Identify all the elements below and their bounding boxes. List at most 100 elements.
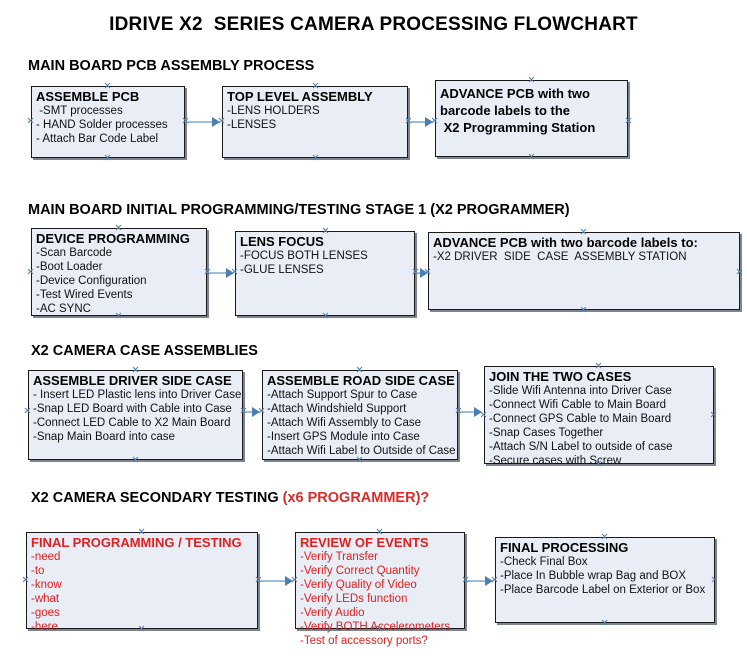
list-item: -Verify Correct Quantity — [300, 565, 420, 577]
list-item: -Verify BOTH Accelerometers — [300, 621, 451, 633]
connector-top-level-to-advance-pcb — [411, 121, 427, 123]
list-item: - Attach Bar Code Label — [36, 133, 159, 145]
node-join-the-two-cases[interactable]: JOIN THE TWO CASES -Slide Wifi Antenna i… — [484, 366, 714, 467]
node-item-list: -Verify Transfer -Verify Correct Quantit… — [300, 550, 461, 648]
arrow-head-icon — [212, 117, 220, 127]
node-item-list: - Insert LED Plastic lens into Driver Ca… — [33, 388, 242, 444]
node-item-list: -need -to -know -what -goes -here — [31, 550, 254, 634]
node-item-list: -Scan Barcode -Boot Loader -Device Confi… — [36, 246, 203, 316]
list-item: - HAND Solder processes — [36, 119, 168, 131]
connector-review-of-events-to-final-processing — [468, 580, 490, 582]
node-top-level-assembly[interactable]: TOP LEVEL ASSEMBLY -LENS HOLDERS -LENSES — [222, 86, 408, 158]
node-heading: DEVICE PROGRAMMING — [36, 231, 190, 246]
list-item: -Device Configuration — [36, 275, 147, 287]
list-item: -Snap LED Board with Cable into Case — [33, 403, 232, 415]
list-item: - Insert LED Plastic lens into Driver Ca… — [33, 389, 242, 401]
list-item: -Snap Cases Together — [489, 427, 604, 439]
list-item: -AC SYNC — [36, 303, 91, 315]
arrow-head-icon — [252, 407, 260, 417]
node-item-list: -LENS HOLDERS -LENSES — [227, 104, 404, 132]
list-item: -FOCUS BOTH LENSES — [240, 250, 368, 262]
list-item: -goes — [31, 607, 60, 619]
arrow-head-icon — [425, 117, 433, 127]
node-lens-focus[interactable]: LENS FOCUS -FOCUS BOTH LENSES -GLUE LENS… — [235, 231, 415, 316]
node-item-list: -Slide Wifi Antenna into Driver Case -Co… — [489, 384, 710, 468]
list-item: -SMT processes — [36, 105, 123, 117]
node-heading: ADVANCE PCB with two barcode labels to: — [433, 235, 698, 250]
list-item: -Connect LED Cable to X2 Main Board — [33, 417, 231, 429]
list-item: -Verify Transfer — [300, 551, 378, 563]
node-heading-line-3: X2 Programming Station — [440, 120, 596, 135]
node-heading: REVIEW OF EVENTS — [300, 535, 429, 550]
list-item: -Attach Support Spur to Case — [267, 389, 418, 401]
arrow-head-icon — [485, 576, 493, 586]
node-final-programming-testing[interactable]: FINAL PROGRAMMING / TESTING -need -to -k… — [26, 532, 258, 633]
connector-final-programming-to-review-of-events — [261, 580, 291, 582]
connector-assemble-pcb-to-top-level — [188, 121, 214, 123]
list-item: -Place Barcode Label on Exterior or Box — [500, 584, 706, 596]
list-item: -Verify LEDs function — [300, 593, 408, 605]
list-item: -Place In Bubble wrap Bag and BOX — [500, 570, 687, 582]
node-review-of-events[interactable]: REVIEW OF EVENTS -Verify Transfer -Verif… — [295, 532, 465, 647]
section-title-x2-camera-secondary-testing: X2 CAMERA SECONDARY TESTING (x6 PROGRAMM… — [31, 490, 429, 506]
section-title-accent: (x6 PROGRAMMER)? — [282, 490, 430, 506]
list-item: -LENS HOLDERS — [227, 105, 320, 117]
node-assemble-road-side-case[interactable]: ASSEMBLE ROAD SIDE CASE -Attach Support … — [262, 370, 458, 460]
section-title-text: X2 CAMERA SECONDARY TESTING — [31, 490, 283, 506]
node-heading: FINAL PROCESSING — [500, 540, 629, 555]
node-heading: TOP LEVEL ASSEMBLY — [227, 89, 373, 104]
connector-device-programming-to-lens-focus — [210, 272, 230, 274]
list-item: -know — [31, 579, 62, 591]
node-heading-line-1: ADVANCE PCB with two — [440, 86, 590, 101]
node-heading: FINAL PROGRAMMING / TESTING — [31, 535, 242, 550]
section-title-main-board-initial-programming: MAIN BOARD INITIAL PROGRAMMING/TESTING S… — [28, 202, 570, 218]
arrow-head-icon — [420, 268, 428, 278]
list-item: -Check Final Box — [500, 556, 588, 568]
node-heading: ASSEMBLE DRIVER SIDE CASE — [33, 373, 232, 388]
connector-road-case-to-join-cases — [461, 411, 479, 413]
list-item: -Verify Quality of Video — [300, 579, 417, 591]
list-item: -Snap Main Board into case — [33, 431, 175, 443]
page-title: IDRIVE X2 SERIES CAMERA PROCESSING FLOWC… — [109, 14, 638, 35]
list-item: -Slide Wifi Antenna into Driver Case — [489, 385, 672, 397]
section-title-main-board-pcb-assembly: MAIN BOARD PCB ASSEMBLY PROCESS — [28, 58, 315, 74]
list-item: -LENSES — [227, 119, 277, 131]
node-item-list: -FOCUS BOTH LENSES -GLUE LENSES — [240, 249, 411, 277]
list-item: -Verify Audio — [300, 607, 365, 619]
list-item: -Boot Loader — [36, 261, 103, 273]
node-heading-line-2: barcode labels to the — [440, 103, 571, 118]
node-item-list: -X2 DRIVER SIDE CASE ASSEMBLY STATION — [433, 250, 736, 264]
list-item: -Test Wired Events — [36, 289, 133, 301]
list-item: -X2 DRIVER SIDE CASE ASSEMBLY STATION — [433, 251, 687, 263]
arrow-head-icon — [474, 407, 482, 417]
list-item: -Connect GPS Cable to Main Board — [489, 413, 672, 425]
node-advance-pcb-driver-case[interactable]: ADVANCE PCB with two barcode labels to: … — [428, 232, 740, 310]
list-item: -need — [31, 551, 61, 563]
node-item-list: -SMT processes - HAND Solder processes -… — [36, 104, 181, 146]
node-advance-pcb-programming-station[interactable]: ADVANCE PCB with two barcode labels to t… — [435, 80, 628, 157]
list-item: -Attach Wifi Label to Outside of Case — [267, 445, 456, 457]
node-heading: JOIN THE TWO CASES — [489, 369, 632, 384]
arrow-head-icon — [285, 576, 293, 586]
list-item: -Test of accessory ports? — [300, 635, 428, 647]
list-item: -GLUE LENSES — [240, 264, 324, 276]
node-assemble-driver-side-case[interactable]: ASSEMBLE DRIVER SIDE CASE - Insert LED P… — [28, 370, 243, 460]
section-title-x2-camera-case-assemblies: X2 CAMERA CASE ASSEMBLIES — [31, 343, 258, 359]
node-heading: ASSEMBLE PCB — [36, 89, 140, 104]
list-item: -to — [31, 565, 45, 577]
list-item: -what — [31, 593, 60, 605]
node-item-list: -Attach Support Spur to Case -Attach Win… — [267, 388, 456, 458]
node-assemble-pcb[interactable]: ASSEMBLE PCB -SMT processes - HAND Solde… — [31, 86, 185, 158]
list-item: -Attach S/N Label to outside of case — [489, 441, 673, 453]
node-final-processing[interactable]: FINAL PROCESSING -Check Final Box -Place… — [495, 537, 715, 623]
node-heading: ASSEMBLE ROAD SIDE CASE — [267, 373, 455, 388]
arrow-head-icon — [226, 268, 234, 278]
node-device-programming[interactable]: DEVICE PROGRAMMING -Scan Barcode -Boot L… — [31, 228, 207, 316]
list-item: -here — [31, 621, 58, 633]
list-item: -Secure cases with Screw — [489, 455, 622, 467]
list-item: -Attach Windshield Support — [267, 403, 407, 415]
list-item: -Connect Wifi Cable to Main Board — [489, 399, 667, 411]
node-heading: LENS FOCUS — [240, 234, 324, 249]
list-item: -Attach Wifi Assembly to Case — [267, 417, 422, 429]
